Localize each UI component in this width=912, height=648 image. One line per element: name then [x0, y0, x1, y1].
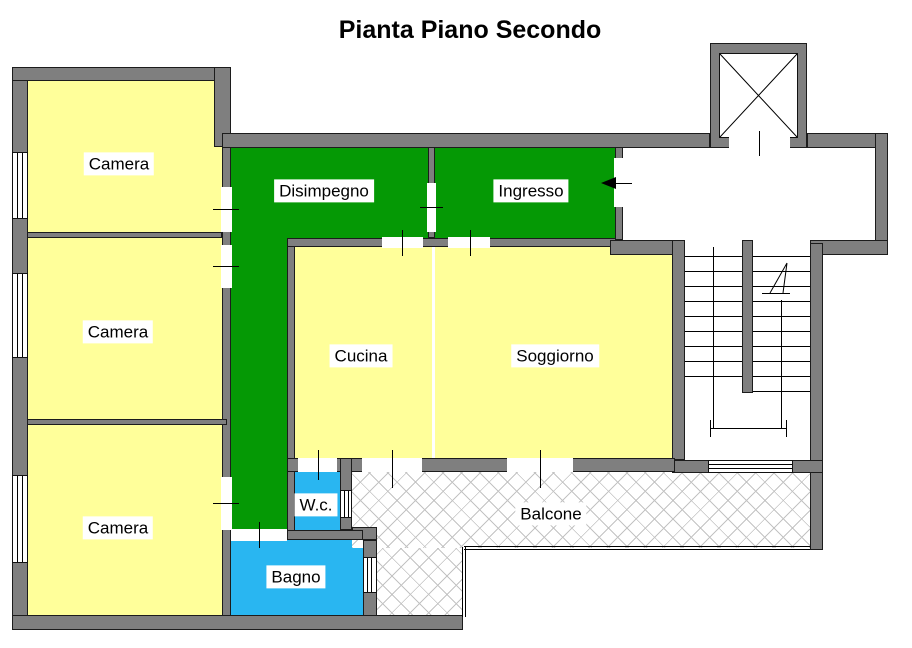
door-disimpegno-ingresso	[427, 183, 436, 232]
wall-wc-bottom	[287, 530, 363, 540]
wall-divider-camera2-3	[27, 419, 227, 425]
room-label-cucina: Cucina	[329, 344, 393, 368]
door-soggiorno-balcone	[507, 458, 573, 472]
window-camera2	[12, 273, 28, 358]
room-label-camera-3: Camera	[82, 516, 154, 540]
wall-stair-middle	[742, 240, 753, 393]
wall-soggiorno-right	[672, 240, 685, 460]
wall-top-middle	[222, 133, 710, 148]
room-balcone-left	[377, 548, 462, 617]
room-label-disimpegno: Disimpegno	[274, 179, 374, 203]
room-disimpegno-corridor	[231, 238, 287, 537]
wall-top-left	[12, 67, 230, 81]
stairs-up-arrow-icon	[762, 262, 790, 294]
door-ingresso-soggiorno	[448, 237, 490, 248]
room-label-soggiorno: Soggiorno	[511, 344, 599, 368]
door-camera1	[221, 187, 232, 232]
door-camera2	[221, 245, 232, 288]
balcony-parapet	[462, 546, 810, 617]
door-camera3	[221, 477, 232, 530]
room-label-ingresso: Ingresso	[493, 179, 569, 203]
room-label-camera-1: Camera	[83, 152, 155, 176]
window-stairs	[708, 460, 793, 473]
wall-right-upper	[875, 133, 888, 255]
door-cucina-balcone	[362, 458, 422, 472]
page-title: Pianta Piano Secondo	[338, 16, 602, 44]
wall-bottom-outer	[12, 615, 463, 630]
wall-stair-right	[810, 243, 823, 550]
door-elevator	[729, 137, 790, 148]
elevator-shaft-interior	[719, 53, 798, 138]
room-label-bagno: Bagno	[266, 565, 326, 589]
room-label-wc: W.c.	[294, 493, 338, 517]
room-label-camera-2: Camera	[82, 320, 154, 344]
door-corridor-bagno	[231, 529, 287, 541]
door-disimpegno-cucina	[382, 237, 423, 248]
window-camera3	[12, 475, 28, 563]
wall-divider-camera1-2	[27, 232, 222, 238]
window-camera1	[12, 152, 28, 219]
window-wc	[340, 490, 352, 518]
room-label-balcone: Balcone	[515, 502, 587, 526]
door-cucina-wc	[298, 458, 337, 472]
window-bagno	[363, 557, 377, 593]
door-entry	[614, 158, 624, 207]
